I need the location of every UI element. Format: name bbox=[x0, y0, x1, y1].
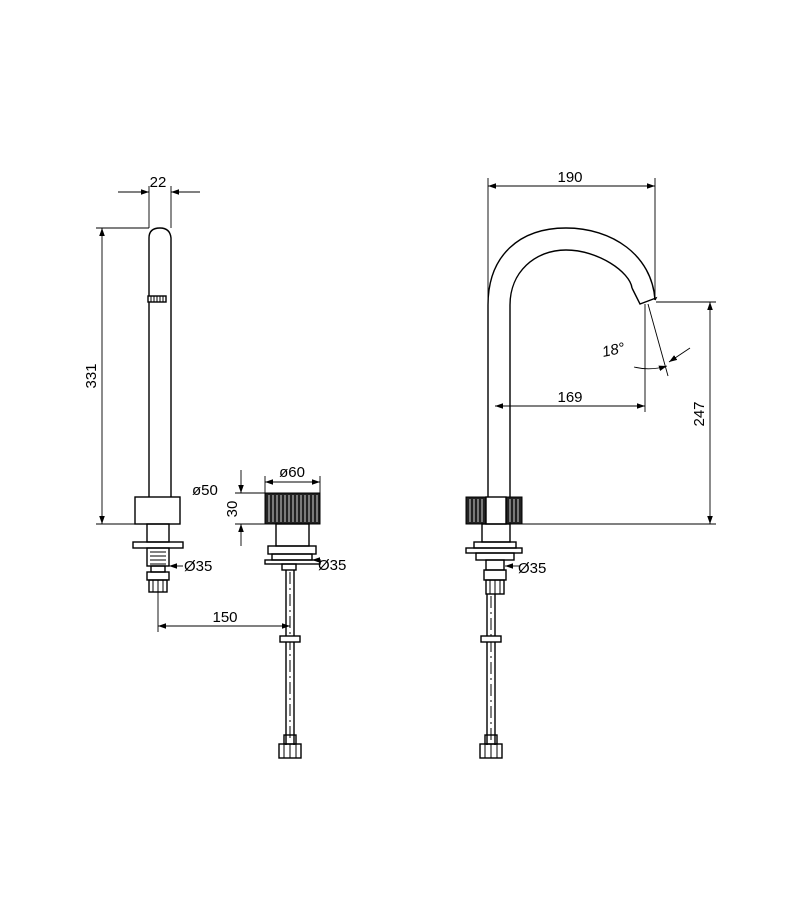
handle-view bbox=[264, 492, 321, 759]
dim-spout-width: 22 bbox=[150, 174, 167, 191]
spout-side-view bbox=[132, 227, 184, 593]
spout-front-view bbox=[465, 227, 658, 759]
dim-fixing-diameter-right: Ø35 bbox=[518, 560, 546, 577]
dim-handle-height: 30 bbox=[224, 501, 241, 518]
dim-handle-diameter: ø60 bbox=[279, 464, 305, 481]
dim-spout-outlet-height: 247 bbox=[691, 401, 708, 426]
dim-spout-angle: 18° bbox=[601, 340, 627, 361]
dim-fixing-diameter-left: Ø35 bbox=[184, 558, 212, 575]
dim-spout-projection: 169 bbox=[557, 389, 582, 406]
dim-base-diameter: ø50 bbox=[192, 482, 218, 499]
dim-spout-reach: 190 bbox=[557, 169, 582, 186]
dim-centre-distance: 150 bbox=[212, 609, 237, 626]
dim-fixing-diameter-handle: Ø35 bbox=[318, 557, 346, 574]
dim-spout-height: 331 bbox=[83, 363, 100, 388]
